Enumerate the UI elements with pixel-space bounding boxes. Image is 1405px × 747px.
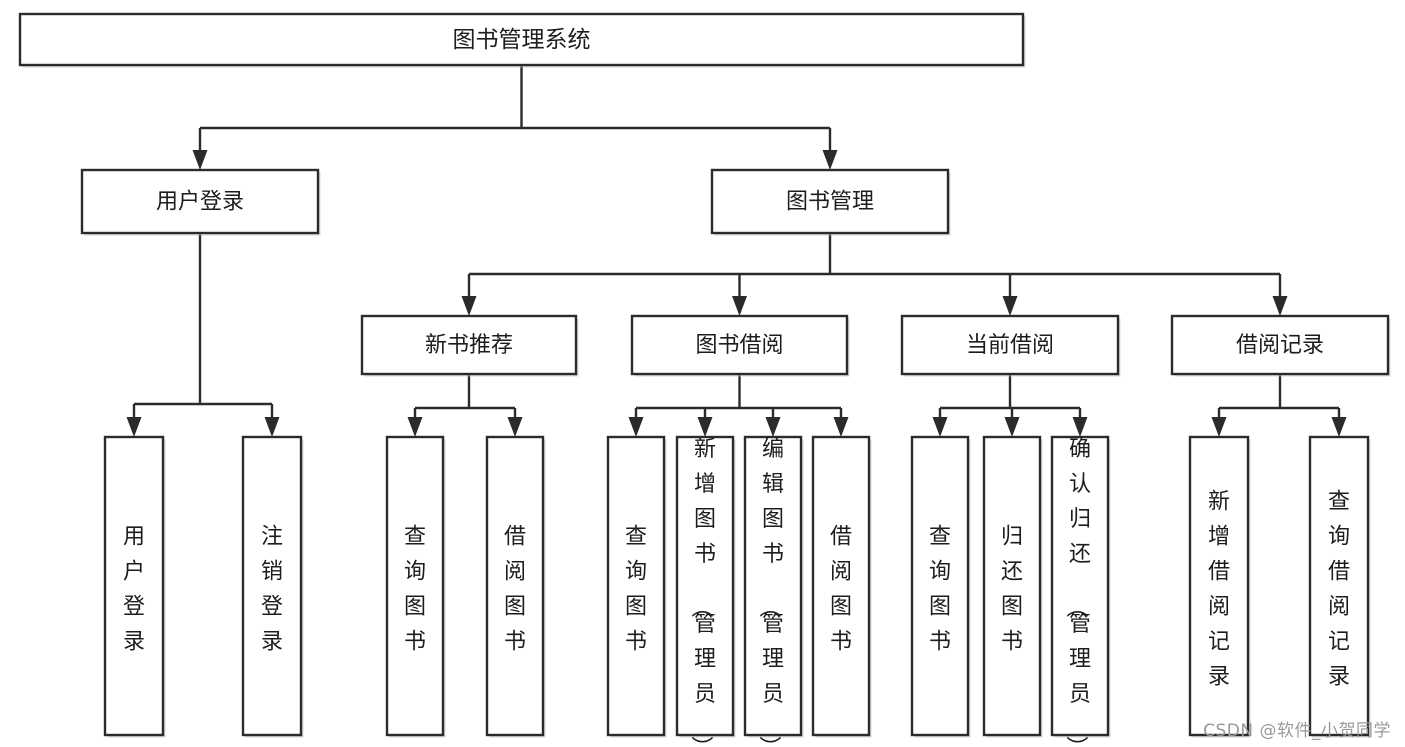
node-lf-6[interactable]: 编辑图书（管理员） [743, 435, 804, 747]
node-label: 注销登录 [261, 524, 283, 654]
node-label: 查询借阅记录 [1328, 489, 1350, 689]
connector-group [407, 374, 523, 437]
node-lf-7[interactable]: 借阅图书 [811, 435, 872, 738]
node-label: 借阅记录 [1236, 333, 1324, 358]
node-label: 借阅图书 [504, 524, 526, 654]
node-l2-1[interactable]: 图书借阅 [630, 314, 850, 377]
connector-group [1211, 374, 1347, 437]
node-lf-8[interactable]: 查询图书 [910, 435, 971, 738]
node-lf-1[interactable]: 注销登录 [241, 435, 304, 738]
connector-group [628, 374, 849, 437]
node-label: 归还图书 [1001, 524, 1023, 654]
node-lf-2[interactable]: 查询图书 [385, 435, 446, 738]
node-lf-3[interactable]: 借阅图书 [485, 435, 546, 738]
connector-layer [126, 65, 1347, 437]
node-l2-2[interactable]: 当前借阅 [900, 314, 1121, 377]
node-lf-0[interactable]: 用户登录 [103, 435, 166, 738]
connector-group [126, 233, 280, 437]
node-label: 新增借阅记录 [1208, 489, 1230, 689]
node-lf-11[interactable]: 新增借阅记录 [1188, 435, 1251, 738]
connector-group [192, 65, 838, 170]
node-label: 当前借阅 [966, 333, 1054, 358]
connector-group [932, 374, 1088, 437]
node-layer: 图书管理系统用户登录图书管理新书推荐图书借阅当前借阅借阅记录用户登录注销登录查询… [18, 12, 1391, 747]
node-l2-0[interactable]: 新书推荐 [360, 314, 579, 377]
node-lf-10[interactable]: 确认归还（管理员） [1050, 435, 1111, 747]
node-label: 查询图书 [404, 524, 426, 654]
node-label: 用户登录 [156, 190, 244, 215]
node-label: 新增图书（管理员） [688, 437, 716, 747]
node-label: 新书推荐 [425, 333, 513, 358]
node-l2-3[interactable]: 借阅记录 [1170, 314, 1391, 377]
node-lf-12[interactable]: 查询借阅记录 [1308, 435, 1371, 738]
node-root[interactable]: 图书管理系统 [18, 12, 1026, 68]
node-l1-0[interactable]: 用户登录 [80, 168, 321, 236]
node-lf-9[interactable]: 归还图书 [982, 435, 1043, 738]
node-label: 图书借阅 [695, 333, 783, 358]
node-label: 编辑图书（管理员） [756, 437, 784, 747]
node-label: 查询图书 [929, 524, 951, 654]
node-label: 借阅图书 [830, 524, 852, 654]
node-lf-5[interactable]: 新增图书（管理员） [675, 435, 736, 747]
connector-group [461, 233, 1288, 316]
node-label: 图书管理系统 [453, 27, 591, 53]
node-label: 确认归还（管理员） [1063, 437, 1091, 747]
node-lf-4[interactable]: 查询图书 [606, 435, 667, 738]
node-label: 图书管理 [786, 190, 874, 215]
node-l1-1[interactable]: 图书管理 [710, 168, 951, 236]
node-label: 查询图书 [625, 524, 647, 654]
node-label: 用户登录 [123, 524, 145, 654]
